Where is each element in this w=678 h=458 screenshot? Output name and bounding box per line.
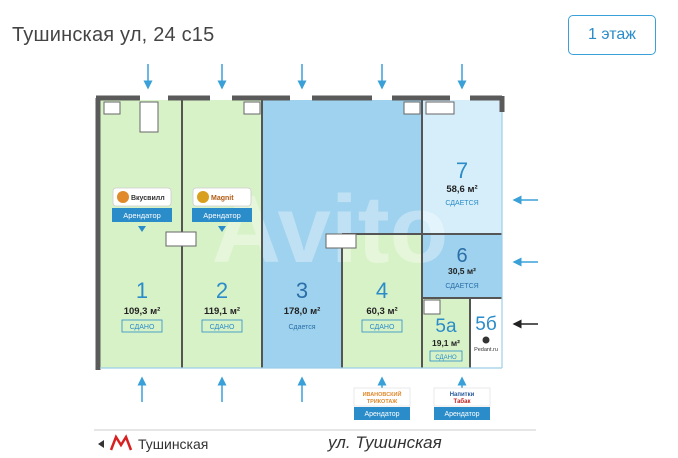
unit-5b-number: 5б [475,314,497,335]
street-name: ул. Тушинская [328,433,442,452]
outer-walls [95,95,505,370]
tenant-badge-4 [354,407,410,420]
direction-left-icon [98,440,104,448]
tenant-pointer-1-icon [138,226,146,232]
tenant-pointer-2-icon [218,226,226,232]
status-text-6: СДАЕТСЯ [445,283,478,290]
unit-4-area[interactable] [342,234,422,368]
status-text-1: СДАНО [130,324,155,331]
tenant-label-1: Арендатор [123,211,161,220]
tenant-magnit-logo: Magnit [192,187,252,207]
unit-3-area[interactable] [262,100,422,234]
unit-7-area-text: 58,6 м² [446,184,477,195]
unit-1-number: 1 [136,278,148,303]
tenant-label-5a: Арендатор [444,411,479,418]
status-text-4: СДАНО [370,324,395,331]
unit-6-area-text: 30,5 м² [448,266,476,276]
pedant-person-icon [482,336,490,344]
tenant-badge-1 [112,208,172,222]
entrance-arrows-right [512,195,538,267]
tenant-ivanovsky-line2: ТРИКОТАЖ [367,399,398,405]
tenant-badge-2 [192,208,252,222]
status-text-5a: СДАНО [435,355,457,361]
service-rooms [103,101,455,315]
tenant-magnit-name: Magnit [211,195,234,202]
unit-5a-number: 5а [435,316,457,337]
unit-6-area[interactable] [422,234,502,298]
status-badge-1 [121,319,163,333]
unit-1-area-text: 109,3 м² [124,306,161,317]
glass-walls [100,112,503,369]
status-text-3: Сдается [288,324,315,331]
tenant-napitki-line2: Табак [454,398,471,405]
unit-3-area-text: 178,0 м² [284,306,321,317]
tenant-label-4: Арендатор [364,411,399,418]
tenant-ivanovsky-logo: ИВАНОВСКИЙ ТРИКОТАЖ [353,387,411,407]
unit-7-number: 7 [456,158,468,183]
tenant-ivanovsky-line1: ИВАНОВСКИЙ [363,390,402,398]
unit-5b-area[interactable] [470,298,502,368]
tenant-napitki-logo: Напитки Табак [433,387,491,407]
unit-7-area[interactable] [422,100,502,234]
tenant-label-2: Арендатор [203,211,241,220]
tenant-napitki-line1: Напитки [450,392,475,398]
unit-6-number: 6 [456,245,467,267]
unit-3-area-lower[interactable] [262,234,342,368]
unit-5a-area-text: 19,1 м² [432,338,460,348]
status-text-7: СДАЕТСЯ [445,200,478,207]
unit-4-number: 4 [376,278,388,303]
unit-2-area-text: 119,1 м² [204,306,240,317]
metro-station-name: Тушинская [138,436,209,452]
tenant-vkusvill-logo: Вкусвилл [112,187,172,207]
unit-4-area-text: 60,3 м² [366,306,397,317]
floor-selector-button[interactable]: 1 этаж [568,15,656,55]
status-text-2: СДАНО [210,324,235,331]
status-badge-2 [201,319,243,333]
entrance-arrows-bottom [137,376,467,402]
metro-m-icon [109,434,133,451]
tenant-vkusvill-name: Вкусвилл [131,195,165,202]
tenant-pedant-name: Pedant.ru [474,347,498,353]
unit-3-number: 3 [296,278,308,303]
unit-2-number: 2 [216,278,228,303]
entrance-arrows-top [143,64,467,90]
tenant-badge-5a [434,407,490,420]
status-badge-5a [429,350,463,362]
page-title: Тушинская ул, 24 с15 [12,24,215,46]
status-badge-4 [361,319,403,333]
